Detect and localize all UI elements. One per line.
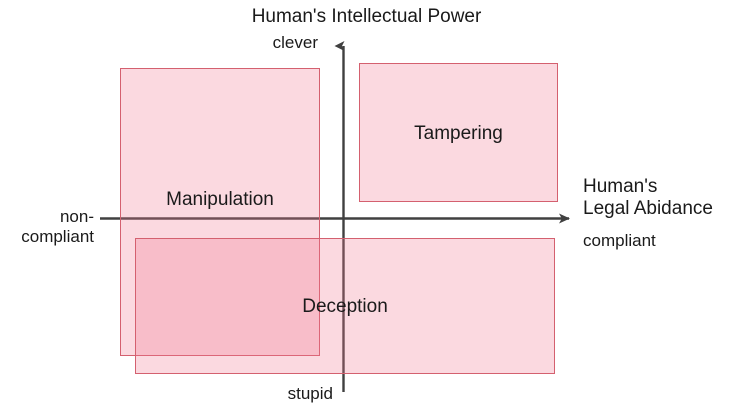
x-axis-title-line2: Legal Abidance: [583, 198, 713, 220]
x-axis-low-label-line2: compliant: [21, 227, 94, 247]
quadrant-box-tampering[interactable]: Tampering: [359, 63, 558, 202]
x-axis-high-label: compliant: [583, 231, 656, 250]
y-axis-high-label: clever: [272, 33, 318, 52]
x-axis-low-label: non- compliant: [0, 207, 94, 247]
x-axis-low-label-line1: non-: [59, 207, 94, 226]
quadrant-box-manipulation[interactable]: Manipulation: [120, 68, 320, 356]
x-axis-title: Human's Legal Abidance: [583, 176, 713, 221]
quadrant-box-deception[interactable]: Deception: [135, 238, 555, 374]
quadrant-label-tampering: Tampering: [414, 123, 503, 144]
quadrant-label-deception: Deception: [302, 296, 388, 317]
y-axis-title: Human's Intellectual Power: [251, 6, 482, 27]
x-axis-title-line1: Human's: [583, 176, 658, 197]
y-axis-low-label: stupid: [287, 384, 333, 403]
quadrant-label-manipulation: Manipulation: [166, 189, 274, 210]
